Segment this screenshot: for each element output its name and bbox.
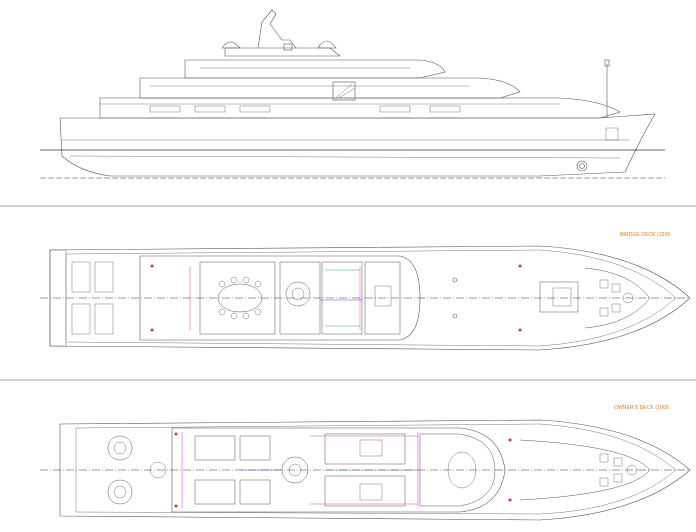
hull-outline bbox=[59, 113, 656, 177]
mast bbox=[257, 9, 297, 49]
radar-dome-aft bbox=[221, 41, 241, 49]
owner-bed bbox=[359, 439, 383, 457]
sun-deck-hardtop bbox=[224, 47, 341, 57]
exterior-stair bbox=[332, 81, 356, 101]
bow-seating bbox=[584, 267, 651, 329]
bow-porthole bbox=[576, 160, 588, 172]
bridge-hull-outline bbox=[49, 245, 691, 351]
upper-superstructure bbox=[139, 77, 521, 99]
main-superstructure bbox=[99, 97, 621, 119]
spiral-stair bbox=[285, 281, 311, 307]
owners-deck-plan bbox=[59, 419, 691, 521]
side-profile-elevation bbox=[59, 9, 656, 177]
owners-deck-label: OWNER'S DECK (1000 bbox=[614, 405, 669, 411]
bridge-superstructure bbox=[184, 59, 446, 79]
aft-seating-stbd bbox=[107, 479, 133, 505]
owners-superstructure-plan bbox=[171, 427, 506, 513]
aft-seating-port bbox=[107, 435, 133, 461]
radar-dome-fwd bbox=[317, 40, 337, 49]
owners-hull-outline bbox=[59, 419, 691, 521]
bridge-deck-label: BRIDGE DECK (1300 bbox=[620, 232, 671, 238]
